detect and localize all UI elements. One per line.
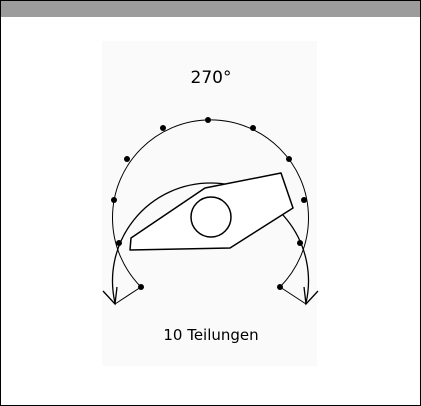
arrowhead-right <box>303 286 319 306</box>
division-dot <box>301 197 307 203</box>
title-bar <box>1 1 420 17</box>
knob-hub <box>190 196 232 238</box>
arrowhead-left <box>102 286 118 306</box>
angle-label: 270° <box>191 68 232 88</box>
division-dot <box>111 197 117 203</box>
division-dot <box>250 125 256 131</box>
leader-left <box>114 286 142 305</box>
division-dot <box>124 156 130 162</box>
leader-right <box>279 286 307 305</box>
division-dot <box>297 240 303 246</box>
division-dots <box>111 117 307 290</box>
division-dot <box>205 117 211 123</box>
divisions-label: 10 Teilungen <box>163 326 258 344</box>
division-dot <box>277 284 283 290</box>
division-dot <box>116 240 122 246</box>
division-dot <box>286 156 292 162</box>
division-dot <box>138 284 144 290</box>
sweep-arc <box>111 182 310 304</box>
division-dot <box>160 125 166 131</box>
